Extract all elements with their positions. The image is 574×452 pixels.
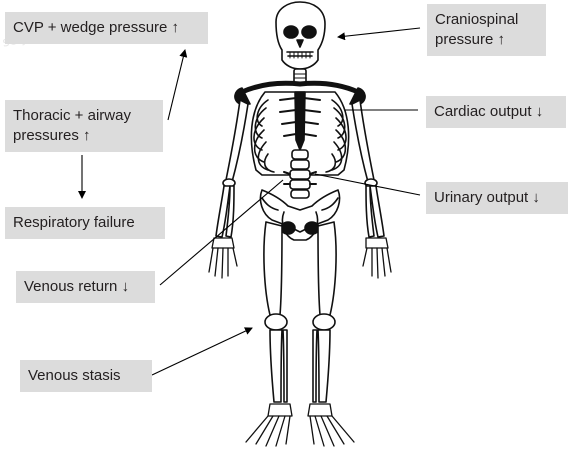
cardiac-output-label: Cardiac output ↓ bbox=[434, 103, 544, 120]
hands bbox=[208, 237, 392, 279]
skull bbox=[275, 1, 326, 70]
urinary-output-label: Urinary output ↓ bbox=[434, 189, 540, 206]
venous-stasis-label: Venous stasis bbox=[28, 367, 121, 384]
respiratory-failure-box: Respiratory failure bbox=[5, 207, 165, 239]
venous-return-label: Venous return ↓ bbox=[24, 278, 130, 295]
thoracic-airway-pressures-box: Thoracic + airway pressures ↑ bbox=[5, 100, 163, 152]
arrow-to-skull bbox=[337, 27, 421, 41]
arrow-thoracic-to-cvp bbox=[167, 49, 188, 121]
craniospinal-pressure-label: Craniospinal pressure ↑ bbox=[435, 11, 519, 48]
spine bbox=[283, 149, 317, 199]
thoracic-airway-pressures-label: Thoracic + airway pressures ↑ bbox=[13, 107, 131, 144]
rib-cage bbox=[250, 91, 350, 176]
venous-return-box: Venous return ↓ bbox=[16, 271, 155, 303]
skeleton bbox=[208, 1, 392, 447]
line-urinary bbox=[314, 173, 421, 196]
respiratory-failure-label: Respiratory failure bbox=[13, 214, 135, 231]
arrows bbox=[78, 27, 421, 376]
cvp-wedge-pressure-box: CVP + wedge pressure ↑ bbox=[5, 12, 208, 44]
cvp-wedge-pressure-label: CVP + wedge pressure ↑ bbox=[13, 19, 180, 36]
arrow-venous-stasis bbox=[151, 327, 253, 376]
legs bbox=[263, 221, 337, 403]
urinary-output-box: Urinary output ↓ bbox=[426, 182, 568, 214]
feet bbox=[245, 403, 355, 447]
line-venous-return bbox=[159, 179, 284, 286]
craniospinal-pressure-box: Craniospinal pressure ↑ bbox=[427, 4, 546, 56]
venous-stasis-box: Venous stasis bbox=[20, 360, 152, 392]
cardiac-output-box: Cardiac output ↓ bbox=[426, 96, 566, 128]
arms bbox=[215, 99, 385, 238]
